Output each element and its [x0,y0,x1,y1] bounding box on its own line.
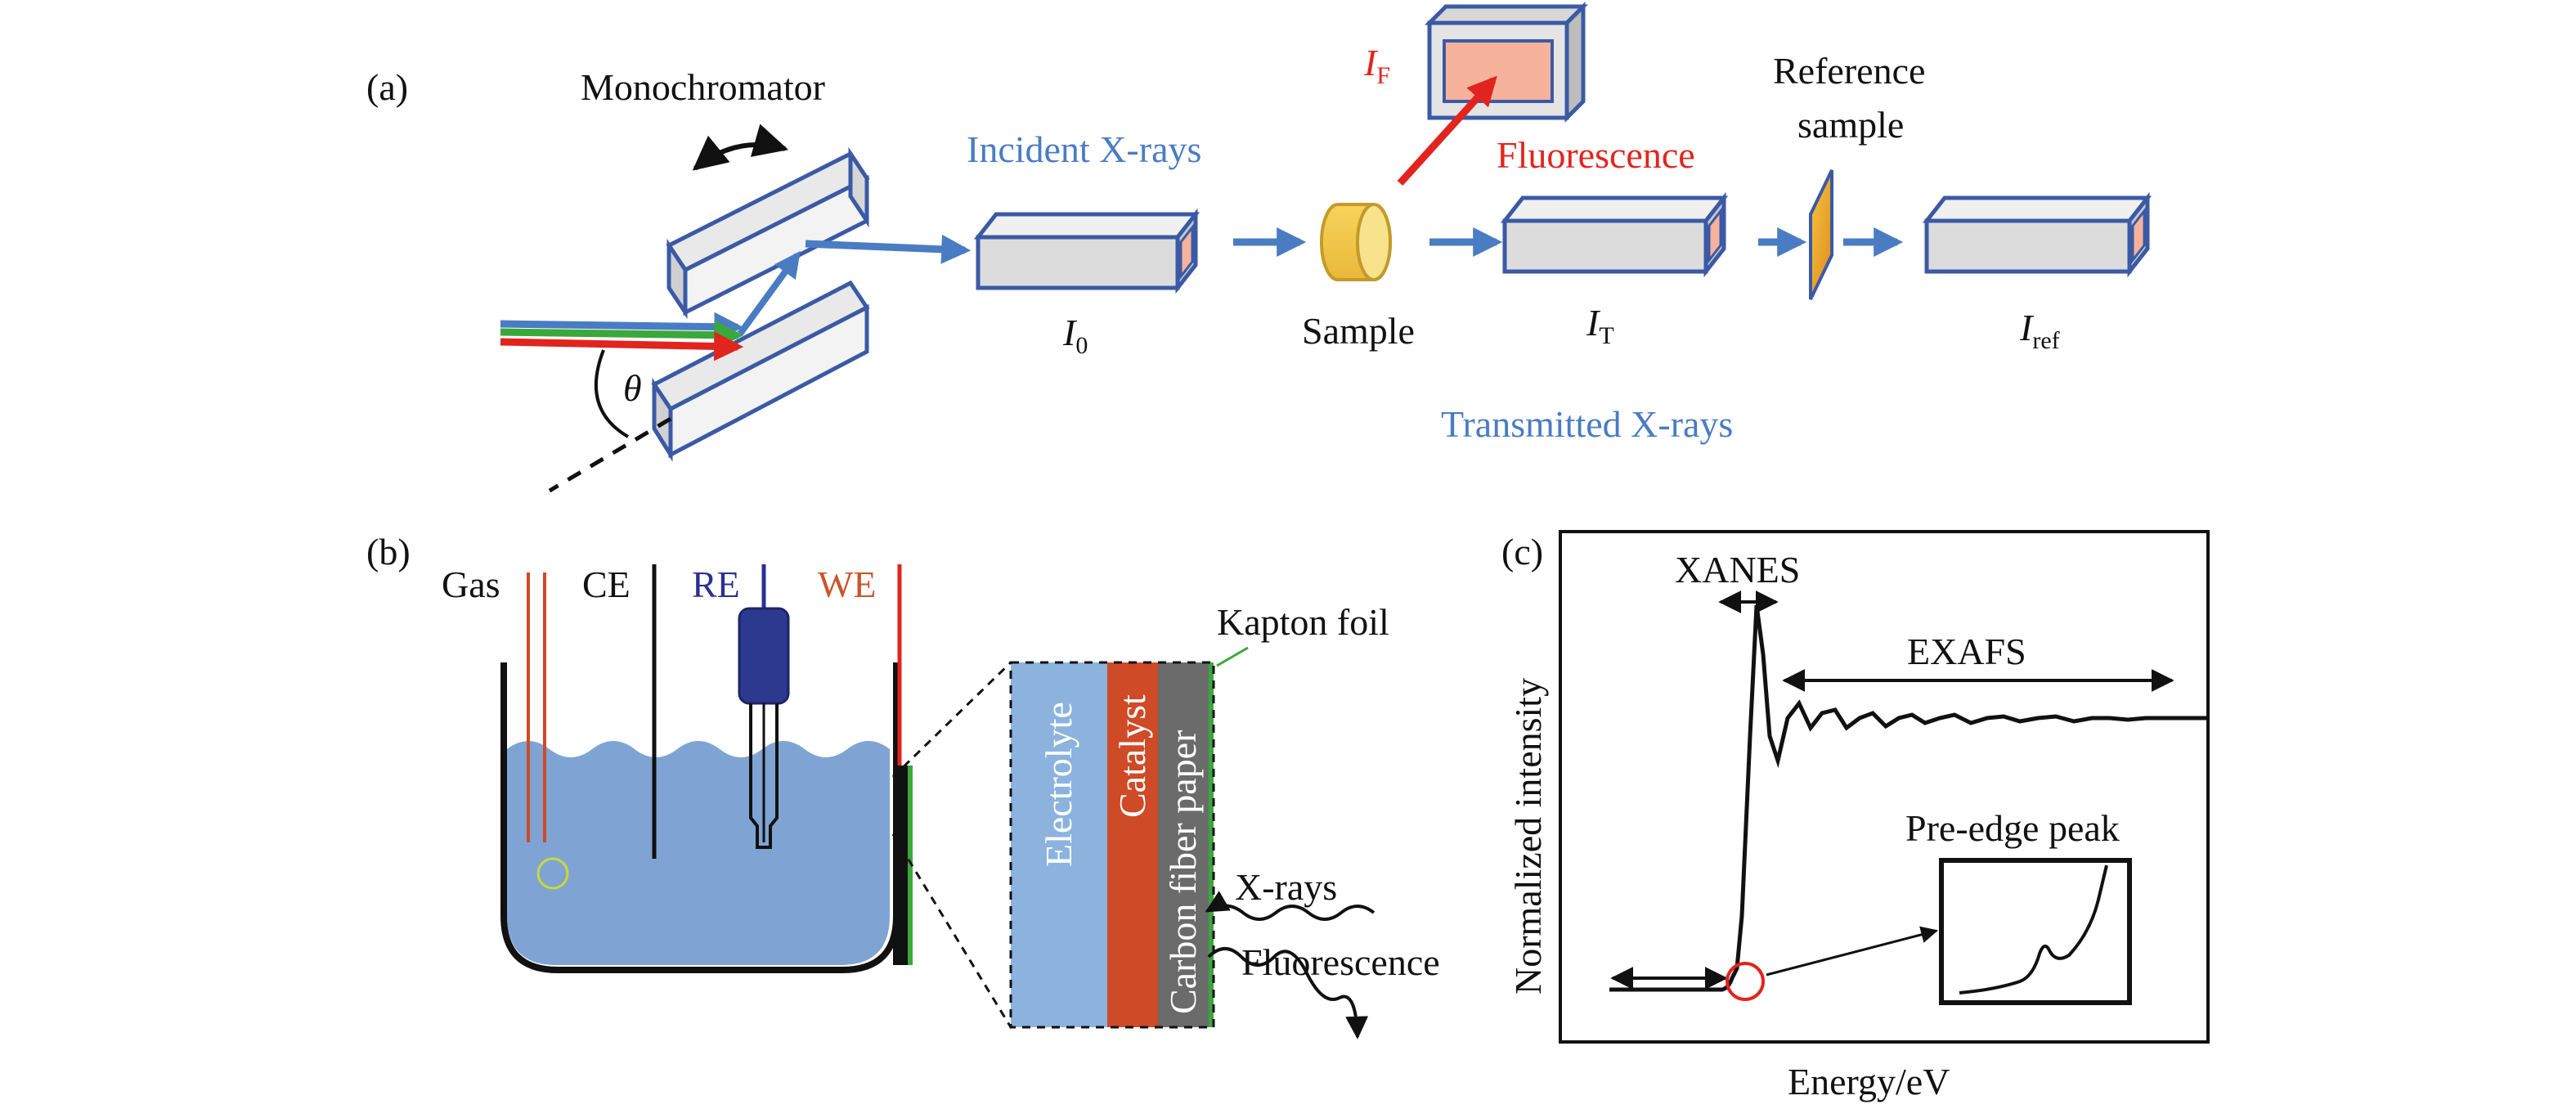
monochromator-crystal-lower [651,280,870,462]
pre-edge-inset-curve [1959,864,2108,995]
theta-arc [594,349,630,438]
reference-sample-label-line2: sample [1797,104,1904,146]
gas-bubble [536,857,569,890]
catalyst-text: Catalyst [1111,694,1153,818]
fluorescence-arrow [1397,75,1497,186]
xas-spectrum-line [1609,604,2208,992]
kapton-pointer [1216,646,1249,667]
panel-b-label: (b) [366,531,411,572]
iref-label: Iref [2019,307,2060,354]
electrochemical-cell [500,662,900,973]
x-axis-label: Energy/eV [1788,1061,1950,1102]
kapton-foil-label: Kapton foil [1217,601,1389,643]
diffracted-beam [737,250,801,336]
xrays-label: X-rays [1235,866,1337,908]
sample-label: Sample [1302,310,1415,352]
exafs-label: EXAFS [1907,631,2026,672]
monochromatic-beam [805,234,972,264]
theta-symbol: θ [623,367,642,409]
magnified-view-frame [1009,661,1215,1029]
catalyst-layer [1107,662,1158,1027]
fluorescence-label: Fluorescence [1497,134,1695,176]
fluorescence-out-wave [1207,947,1369,1039]
fluorescence-b-label: Fluorescence [1241,941,1440,983]
panel-b: (b) Gas CE RE WE [366,531,1440,1039]
it-detector [1500,191,1729,278]
i0-detector [973,208,1200,294]
y-axis-label: Normalized intensity [1507,678,1549,995]
re-label: RE [692,563,740,605]
pre-edge-inset [1939,858,2132,1005]
electrolyte-layer [1011,662,1107,1027]
ce-label: CE [582,563,631,605]
electrolyte-liquid [507,741,890,965]
pre-edge-peak-label: Pre-edge peak [1905,807,2120,849]
transmitted-xrays-label: Transmitted X-rays [1441,403,1733,445]
monochromator-label: Monochromator [581,66,825,108]
rotation-arrow-icon [692,123,789,171]
electrolyte-text: Electrolyte [1038,702,1079,867]
carbon-paper-layer [1158,662,1209,1027]
gas-label: Gas [442,563,500,605]
reference-sample-plate [1809,169,1833,300]
reference-electrode [738,564,790,849]
it-label: IT [1586,302,1614,349]
working-electrode [893,766,908,965]
beam-blue [500,312,744,342]
carbon-paper-text: Carbon fiber paper [1162,730,1204,1014]
incident-xrays-label: Incident X-rays [967,128,1201,170]
kapton-foil-layer [1209,662,1214,1027]
xray-in-wave [1205,891,1376,921]
xanes-label: XANES [1675,549,1800,590]
theta-dashed-line [548,416,672,493]
beam-green [500,320,744,350]
if-detector [1424,1,1589,123]
iref-detector [1922,191,2152,278]
pre-edge-highlight [1726,962,1765,1001]
reference-sample-label-line1: Reference [1773,50,1925,92]
panel-a: (a) Monochromator θ Incident X-rays [366,1,2152,493]
if-label: IF [1363,42,1390,89]
we-label: WE [818,563,877,605]
panel-c: (c) Normalized intensity Energy/eV XANES… [1501,530,2210,1102]
panel-a-label: (a) [366,66,408,108]
i0-label: I0 [1062,312,1088,359]
panel-c-label: (c) [1501,531,1543,572]
working-electrode-kapton [908,766,913,965]
zoom-line-top [891,661,1012,779]
sample-cylinder [1320,203,1392,281]
pre-edge-zoom-arrow [1766,926,1939,977]
beam-red [500,331,744,361]
monochromator-crystal-upper [666,146,870,320]
